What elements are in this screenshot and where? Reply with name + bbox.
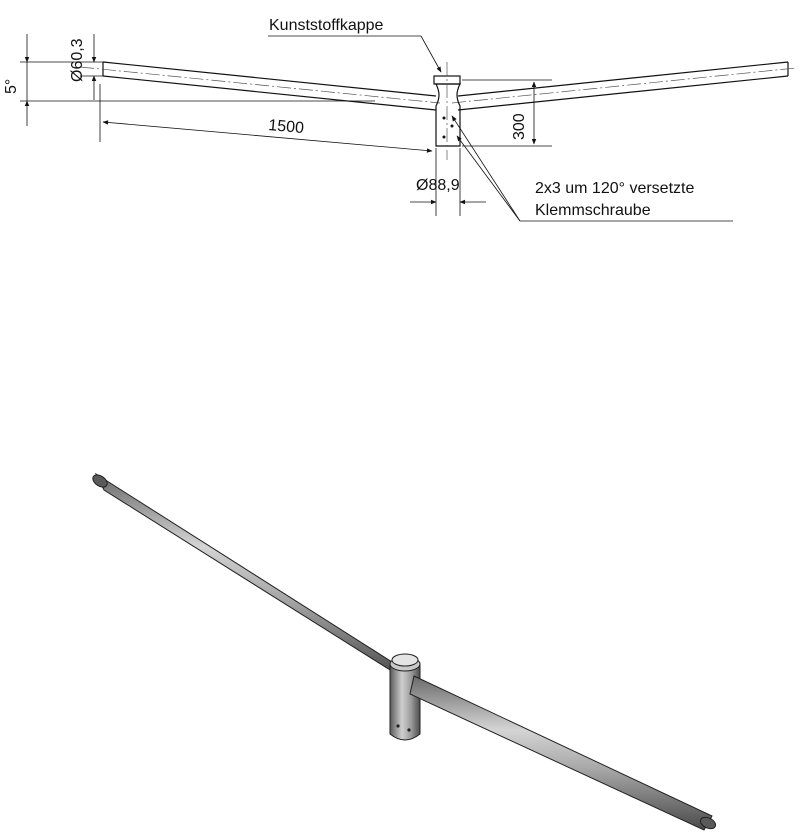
front-view: 5° Ø60,3 1500 300 Ø88,9 bbox=[3, 17, 797, 222]
clamp-screw bbox=[450, 124, 454, 128]
iso-clamp-screw bbox=[407, 728, 411, 732]
clamp-screw bbox=[442, 116, 446, 120]
iso-plastic-cap bbox=[391, 653, 419, 667]
height-dimension: 300 bbox=[462, 79, 552, 147]
cap-label: Kunststoffkappe bbox=[269, 17, 384, 34]
iso-clamp-screw bbox=[396, 724, 400, 728]
pole-diameter-label: Ø88,9 bbox=[416, 177, 460, 194]
angle-dimension: 5° bbox=[3, 34, 30, 126]
isometric-view bbox=[92, 472, 717, 831]
cap-callout: Kunststoffkappe bbox=[268, 17, 442, 73]
length-label: 1500 bbox=[268, 117, 305, 137]
length-dimension: 1500 bbox=[99, 84, 433, 153]
left-arm bbox=[79, 61, 441, 111]
screws-label-line2: Klemmschraube bbox=[535, 202, 651, 219]
screws-callout: 2x3 um 120° versetzte Klemmschraube bbox=[451, 115, 733, 222]
clamp-screw bbox=[442, 135, 446, 139]
iso-arm-left bbox=[92, 472, 407, 681]
tube-end-opening bbox=[699, 816, 717, 830]
height-label: 300 bbox=[511, 113, 528, 140]
iso-arm-right bbox=[409, 675, 717, 831]
arm-diameter-label: Ø60,3 bbox=[69, 38, 86, 82]
tube-end-opening bbox=[92, 474, 108, 488]
screws-label-line1: 2x3 um 120° versetzte bbox=[535, 180, 694, 197]
center-pole bbox=[433, 62, 461, 160]
arm-diameter-dimension: Ø60,3 bbox=[69, 34, 104, 100]
angle-label: 5° bbox=[3, 79, 20, 94]
pole-diameter-dimension: Ø88,9 bbox=[410, 148, 486, 216]
right-arm bbox=[451, 61, 797, 111]
